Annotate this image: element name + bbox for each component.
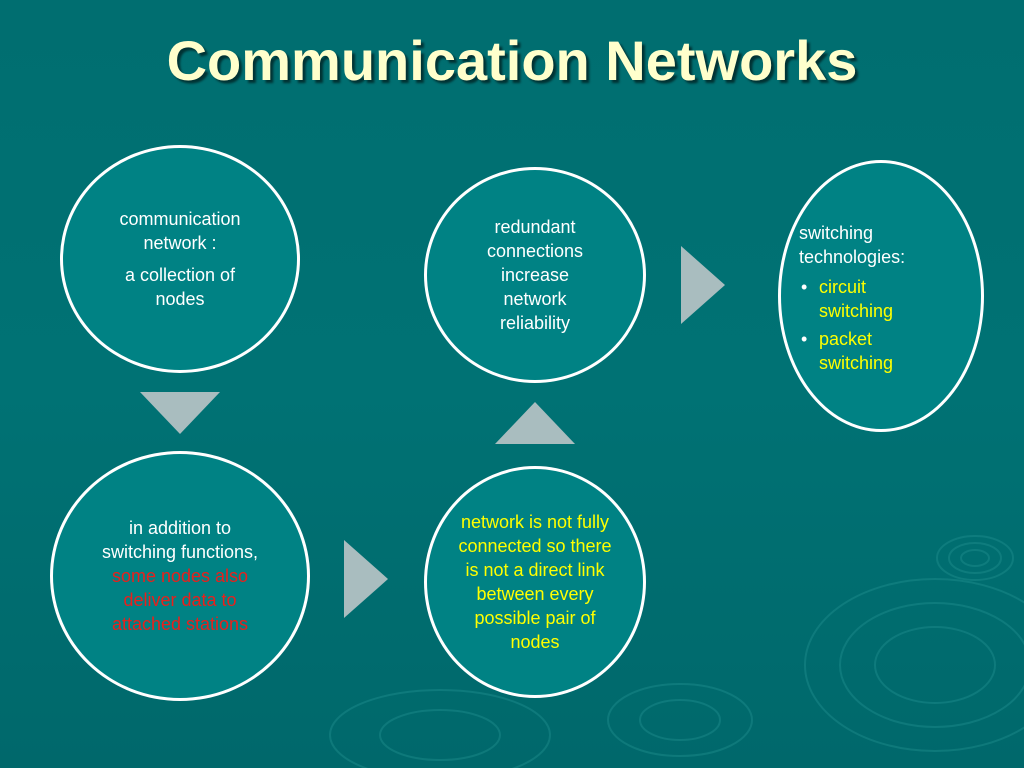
- node-addition-highlight: some nodes also deliver data to attached…: [111, 566, 249, 634]
- node-switching-heading: switching technologies:: [799, 223, 906, 267]
- switching-list: • circuit switching • packet switching: [799, 275, 929, 379]
- node-not-fully-connected: network is not fully connected so there …: [424, 466, 646, 698]
- switching-item-circuit: circuit switching: [819, 277, 894, 321]
- node-notfull-text: network is not fully connected so there …: [458, 512, 612, 652]
- right-triangle-icon: [681, 246, 725, 324]
- node-addition-text: in addition to switching functions, some…: [90, 516, 270, 636]
- bullet-icon: •: [801, 277, 808, 297]
- node-network-description: a collection of nodes: [124, 265, 236, 309]
- node-switching-technologies: switching technologies: • circuit switchi…: [778, 160, 984, 432]
- node-network-definition: communication network :: [119, 209, 241, 253]
- node-redundant-text: redundant connections increase network r…: [486, 217, 584, 333]
- down-triangle-icon: [140, 392, 220, 434]
- right-triangle-icon: [344, 540, 388, 618]
- node-addition-plain: in addition to switching functions,: [101, 518, 259, 562]
- slide-title: Communication Networks: [166, 29, 858, 92]
- node-communication-network: communication network : a collection of …: [60, 145, 300, 373]
- list-item: • packet switching: [799, 327, 929, 375]
- node-switching-functions: in addition to switching functions, some…: [50, 451, 310, 701]
- up-triangle-icon: [495, 402, 575, 444]
- switching-item-packet: packet switching: [819, 329, 894, 373]
- bullet-icon: •: [801, 329, 808, 349]
- node-redundant-connections: redundant connections increase network r…: [424, 167, 646, 383]
- list-item: • circuit switching: [799, 275, 929, 323]
